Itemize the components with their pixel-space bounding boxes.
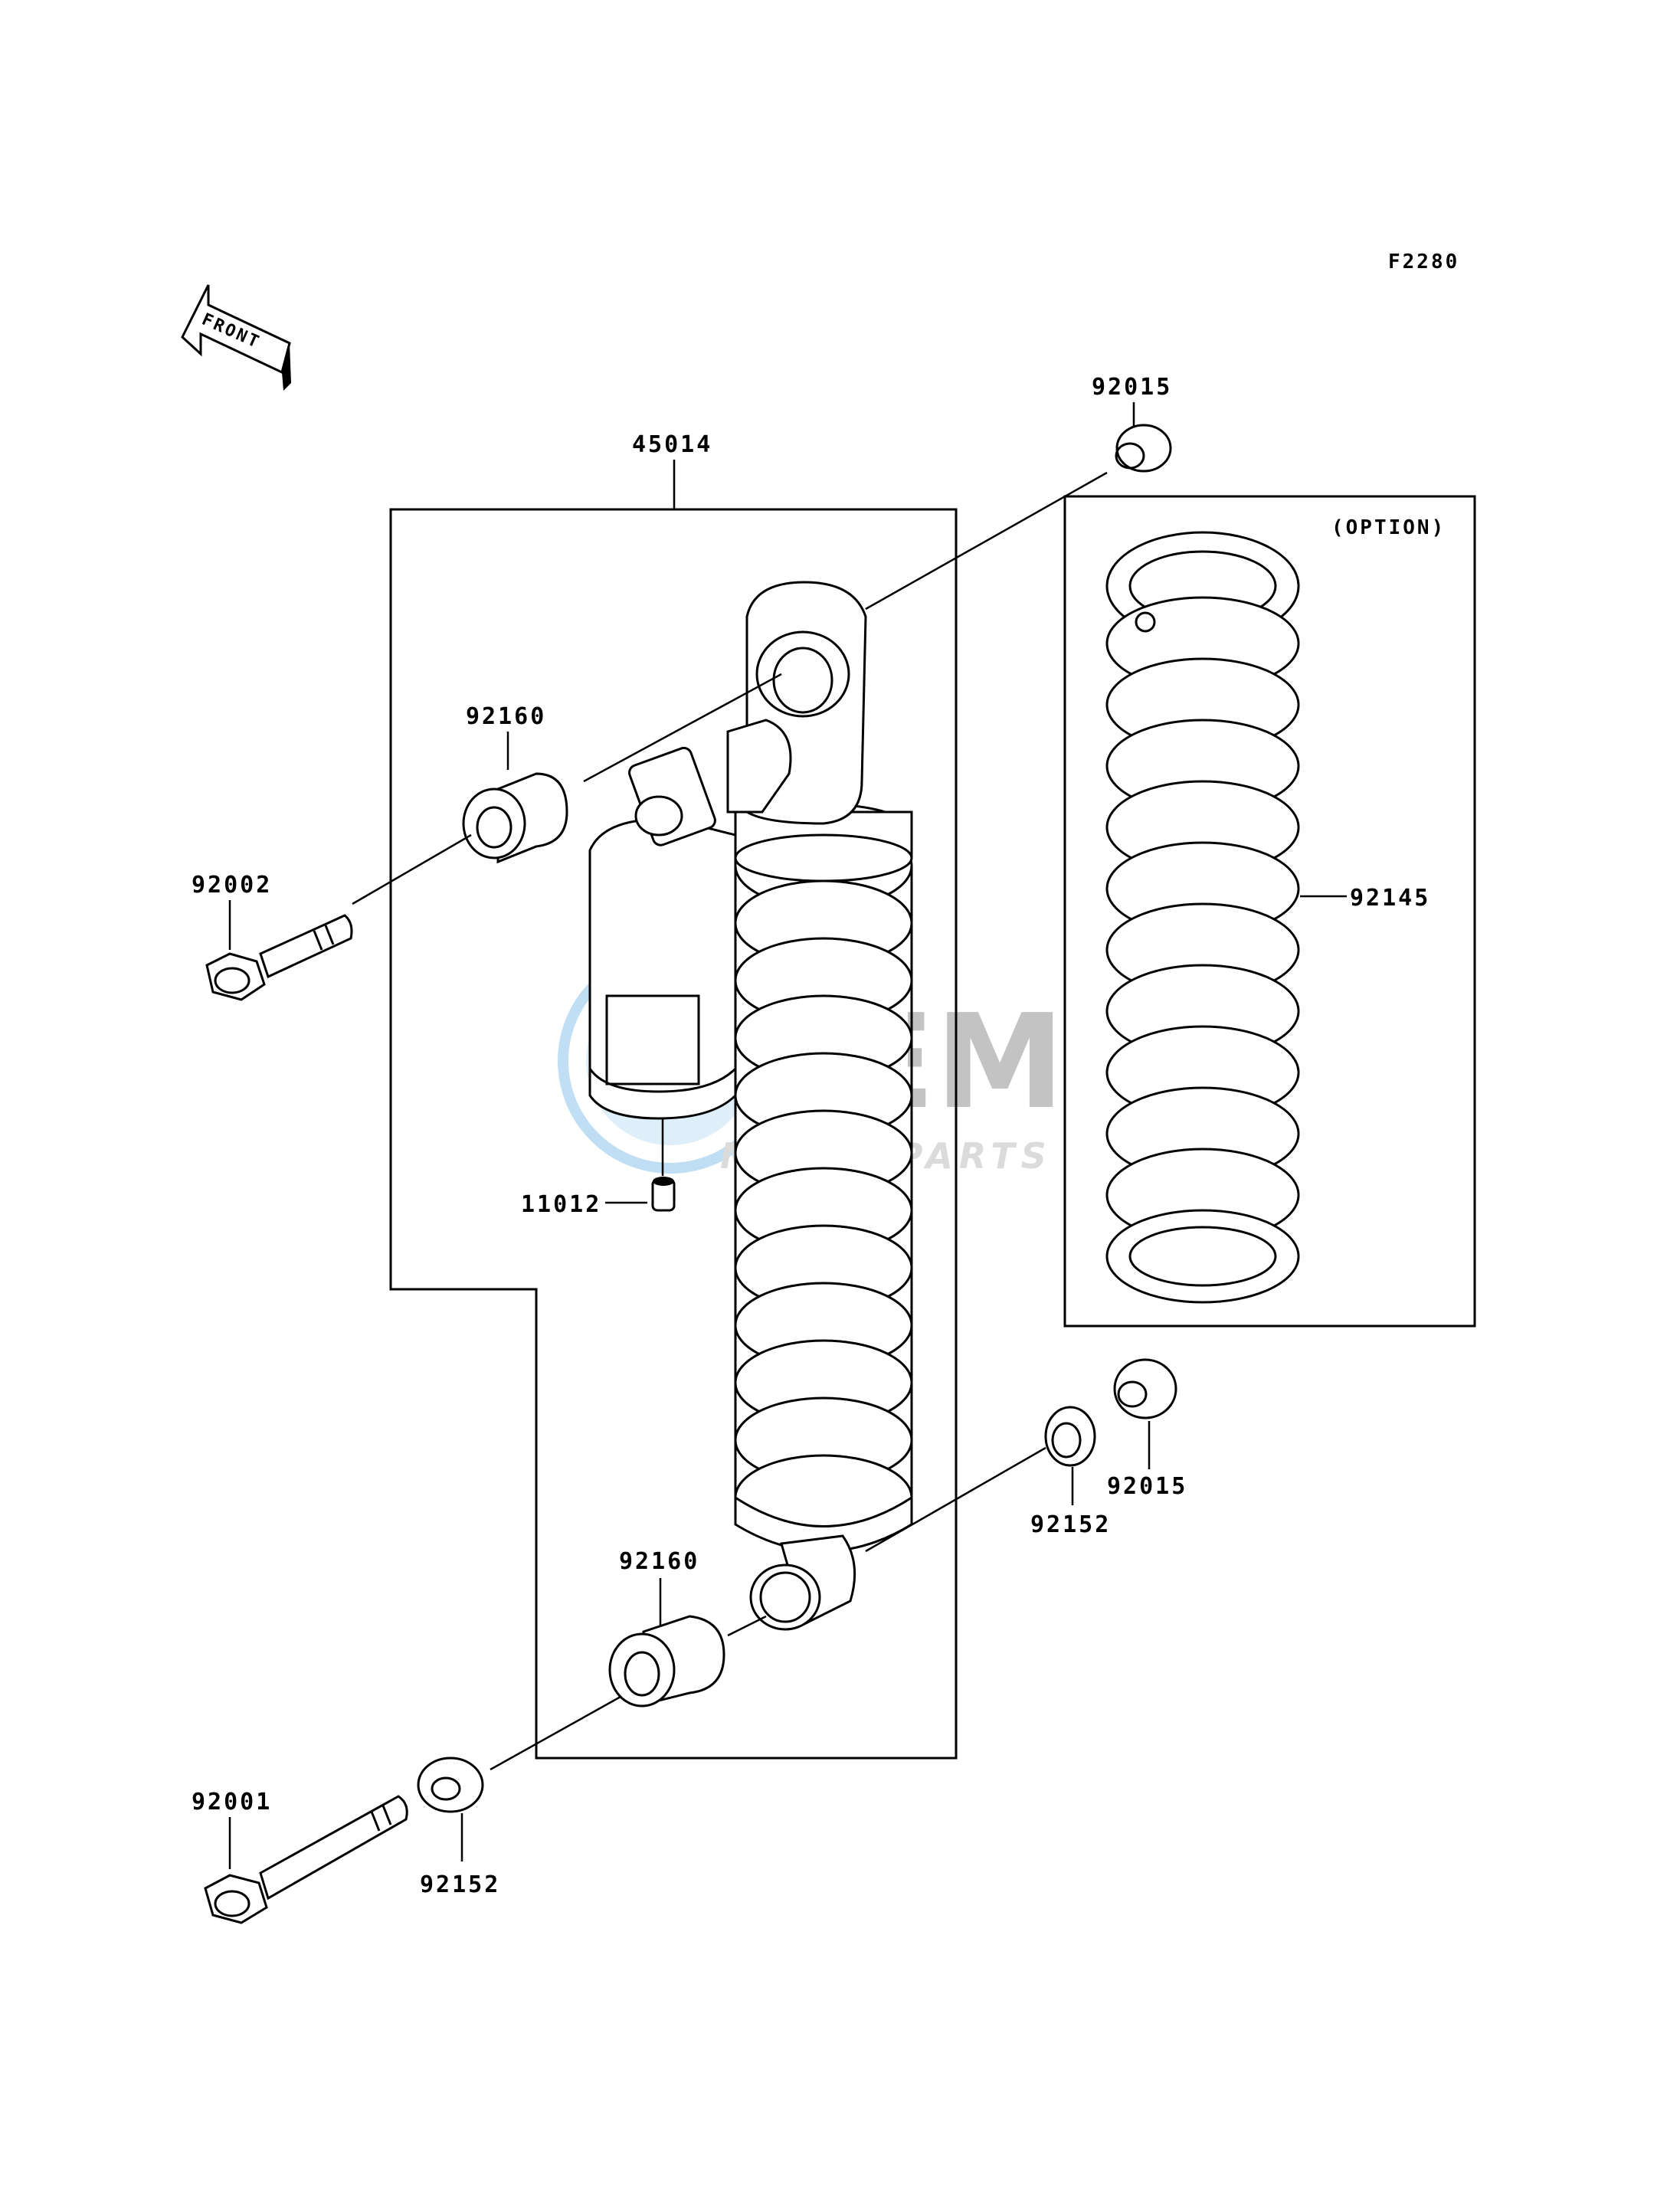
- label-11012: 11012: [521, 1191, 601, 1218]
- label-92160-upper: 92160: [466, 703, 546, 730]
- diagram-code: F2280: [1388, 250, 1459, 273]
- option-label: (OPTION): [1331, 516, 1446, 539]
- label-92002: 92002: [192, 872, 272, 899]
- label-92015-top: 92015: [1092, 374, 1172, 401]
- shock-top-eye: [628, 581, 867, 846]
- lower-washer-right: [1044, 1406, 1096, 1467]
- label-92015-lower: 92015: [1107, 1473, 1187, 1500]
- upper-collar: [462, 772, 568, 864]
- label-92001: 92001: [192, 1789, 272, 1816]
- upper-bolt: [205, 914, 353, 1001]
- lower-washer-left: [417, 1757, 484, 1813]
- label-92152-left: 92152: [420, 1871, 500, 1898]
- reservoir: [588, 818, 737, 1120]
- option-spring: [1105, 531, 1300, 1304]
- assembly-outline: [389, 508, 958, 1760]
- front-arrow-icon: FRONT: [181, 284, 291, 391]
- valve: [651, 1177, 676, 1212]
- label-92152-right: 92152: [1030, 1511, 1111, 1538]
- reservoir-label-plate: [605, 994, 700, 1085]
- spring-seat: [734, 803, 913, 882]
- label-45014: 45014: [632, 431, 712, 458]
- option-box: [1063, 495, 1476, 1328]
- top-nut: [1115, 424, 1172, 473]
- lower-bolt: [204, 1795, 408, 1924]
- lower-collar: [608, 1615, 725, 1708]
- label-92145: 92145: [1350, 885, 1430, 912]
- lower-nut: [1113, 1358, 1177, 1419]
- label-92160-lower: 92160: [619, 1548, 699, 1575]
- shock-spring: [734, 822, 913, 1547]
- shock-lower-eye: [734, 1495, 913, 1631]
